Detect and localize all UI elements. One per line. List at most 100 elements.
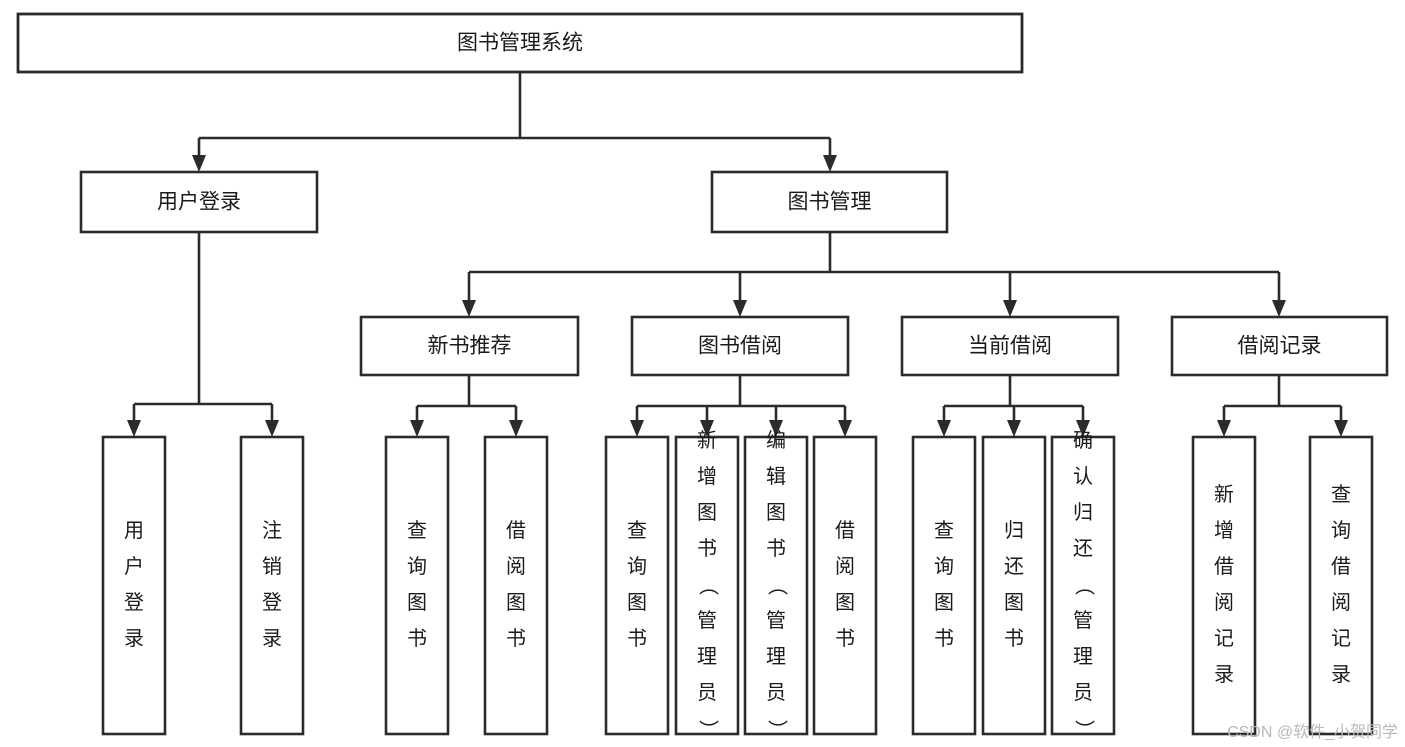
connector-drop <box>823 138 837 172</box>
connector-drop <box>769 406 783 437</box>
node-label-char: 书 <box>627 627 647 650</box>
node-box[interactable] <box>483 435 549 736</box>
node-box[interactable] <box>911 435 977 736</box>
node-label-char: （ <box>766 576 789 596</box>
submodule-node-borrow-record[interactable]: 借阅记录 <box>1170 315 1389 377</box>
node-box[interactable] <box>674 435 740 736</box>
module-node-book-manage[interactable]: 图书管理 <box>710 170 949 234</box>
submodule-node-book-borrow[interactable]: 图书借阅 <box>630 315 850 377</box>
connector-drop <box>838 406 852 437</box>
node-label-char: 借 <box>506 519 526 542</box>
arrow-head-icon <box>1334 420 1348 437</box>
node-label-char: 登 <box>262 591 282 614</box>
submodule-node-new-book-recommend[interactable]: 新书推荐 <box>359 315 580 377</box>
node-box[interactable] <box>239 435 305 736</box>
node-label-char: 阅 <box>1214 591 1234 614</box>
node-label-char: 还 <box>1004 555 1024 578</box>
root-node[interactable]: 图书管理系统 <box>16 12 1024 74</box>
node-box[interactable] <box>1308 435 1374 736</box>
connector-drop <box>1217 406 1231 437</box>
node-label-char: 书 <box>697 537 717 560</box>
connector-drop <box>937 406 951 437</box>
connector-drop <box>1272 272 1286 317</box>
node-label-char: 管 <box>766 609 786 632</box>
node-box[interactable] <box>743 435 809 736</box>
connector-drop <box>1007 406 1021 437</box>
node-label-char: 图 <box>506 592 526 614</box>
node-label-char: 查 <box>627 519 647 542</box>
arrow-head-icon <box>462 300 476 317</box>
arrow-head-icon <box>700 420 714 437</box>
node-box[interactable] <box>900 315 1120 377</box>
node-box[interactable] <box>101 435 167 736</box>
node-label-char: 理 <box>1073 646 1093 668</box>
node-label: 图书管理 <box>788 191 872 214</box>
arrow-head-icon <box>1003 300 1017 317</box>
node-label-char: 图 <box>934 592 954 614</box>
node-label-char: 记 <box>1331 627 1351 650</box>
node-label-char: 理 <box>697 646 717 668</box>
node-box[interactable] <box>1170 315 1389 377</box>
node-label-char: 查 <box>407 519 427 542</box>
connector-drop <box>1003 272 1017 317</box>
node-box[interactable] <box>1050 435 1116 736</box>
function-node-leaf-user-login[interactable]: 用户登录 <box>101 435 167 736</box>
node-label-char: ） <box>1073 720 1096 740</box>
arrow-head-icon <box>823 155 837 172</box>
node-box[interactable] <box>630 315 850 377</box>
node-label-char: 新 <box>1214 483 1234 506</box>
connector-drop <box>265 404 279 437</box>
node-label-char: 书 <box>766 537 786 560</box>
node-label-char: 确 <box>1073 429 1093 452</box>
connector-drop <box>1076 406 1090 437</box>
node-box[interactable] <box>359 315 580 377</box>
connector-drop <box>462 272 476 317</box>
submodule-node-current-borrow[interactable]: 当前借阅 <box>900 315 1120 377</box>
node-box[interactable] <box>812 435 878 736</box>
node-label-char: 用 <box>124 520 144 542</box>
node-label-char: 录 <box>1331 664 1351 686</box>
module-node-user-login[interactable]: 用户登录 <box>79 170 319 234</box>
node-label-char: 图 <box>835 592 855 614</box>
node-label-char: 图 <box>627 592 647 614</box>
arrow-head-icon <box>769 420 783 437</box>
arrow-head-icon <box>937 420 951 437</box>
node-label-char: 录 <box>262 628 282 650</box>
node-box[interactable] <box>710 170 949 234</box>
node-label-char: 编 <box>766 429 786 452</box>
node-label: 借阅记录 <box>1238 335 1322 358</box>
node-box[interactable] <box>604 435 670 736</box>
node-label: 新书推荐 <box>428 335 512 358</box>
connector-drop <box>410 406 424 437</box>
node-label-char: 增 <box>697 465 717 488</box>
arrow-head-icon <box>127 420 141 437</box>
node-box[interactable] <box>16 12 1024 74</box>
node-box[interactable] <box>384 435 450 736</box>
node-label-char: 书 <box>407 627 427 650</box>
node-label-char: 图 <box>1004 592 1024 614</box>
node-box[interactable] <box>1191 435 1257 736</box>
arrow-head-icon <box>1217 420 1231 437</box>
node-label-char: 管 <box>1073 609 1093 632</box>
node-label: 图书借阅 <box>698 335 782 358</box>
node-box[interactable] <box>79 170 319 234</box>
csdn-watermark: CSDN @软件_小贺同学 <box>1227 723 1398 741</box>
node-label-char: 注 <box>262 519 282 542</box>
node-label-char: 记 <box>1214 627 1234 650</box>
node-label-char: 员 <box>697 682 717 704</box>
node-box[interactable] <box>981 435 1047 736</box>
node-label-char: 书 <box>934 627 954 650</box>
